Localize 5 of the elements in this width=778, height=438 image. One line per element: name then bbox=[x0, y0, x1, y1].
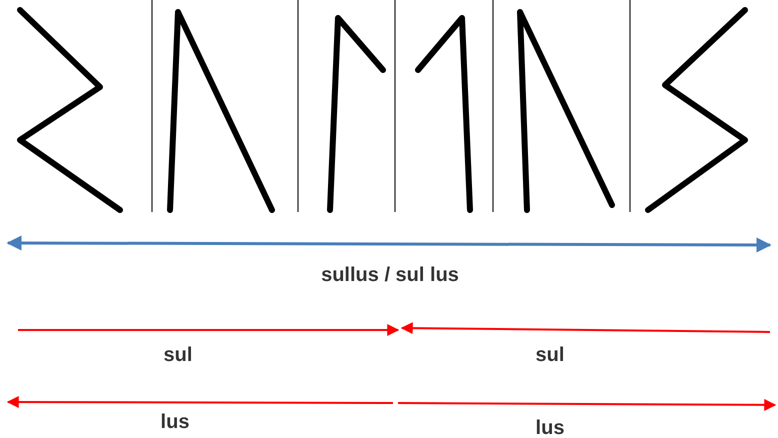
reading-label: lus bbox=[160, 412, 190, 432]
reading-label: sul bbox=[164, 345, 192, 365]
reading-label: sul bbox=[536, 345, 564, 365]
reading-label: lus bbox=[536, 418, 564, 438]
reading-label: sullus / sul lus bbox=[321, 265, 459, 285]
